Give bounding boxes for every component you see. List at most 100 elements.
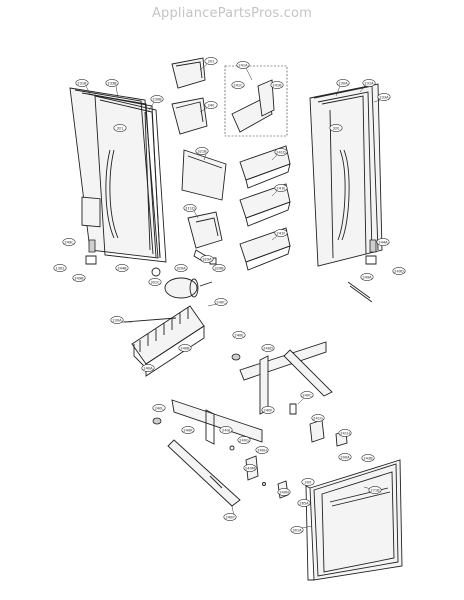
callout-c30: 240C: [214, 298, 228, 306]
callout-text: 241B: [272, 83, 282, 87]
callout-c23: 230A: [336, 79, 350, 87]
callout-c47: 240N: [277, 488, 291, 496]
callout-bubble: [392, 267, 406, 275]
callout-text: 240C: [216, 300, 226, 304]
callout-c8: 249B: [72, 274, 86, 282]
callout-bubble: [243, 464, 257, 472]
callout-bubble: [236, 61, 250, 69]
callout-text: 249C: [64, 240, 74, 244]
callout-bubble: [300, 391, 314, 399]
callout-c40: 240J: [219, 426, 233, 434]
ice-chute: [187, 211, 223, 249]
callout-text: 311D: [185, 206, 195, 210]
callout-bubble: [361, 454, 375, 462]
callout-bubble: [311, 414, 325, 422]
callout-text: 329B: [214, 266, 224, 270]
callout-text: 320: [333, 126, 341, 130]
callout-text: 241F: [277, 231, 286, 235]
callout-c25: 233A: [377, 93, 391, 101]
callout-text: 240J: [222, 428, 230, 432]
callout-bubble: [338, 429, 352, 437]
callout-bubble: [148, 278, 162, 286]
door-bins-upper: [171, 57, 208, 135]
callout-bubble: [113, 124, 127, 132]
callout-c38: 240C: [300, 391, 314, 399]
callout-text: 240C: [302, 393, 312, 397]
watermark: AppliancePartsPros.com: [151, 6, 313, 21]
callout-bubble: [178, 344, 192, 352]
callout-text: 265A: [299, 501, 309, 505]
callout-bubble: [376, 238, 390, 246]
callout-bubble: [297, 499, 311, 507]
callout-text: 241D: [276, 150, 286, 154]
callout-text: 240E: [234, 333, 244, 337]
callout-text: 320A: [176, 266, 186, 270]
left-door-assembly: [69, 87, 167, 265]
callout-c18: 311D: [183, 204, 197, 212]
callout-text: 249A: [362, 275, 372, 279]
callout-c16: 241E: [274, 184, 288, 192]
callout-text: 230B: [152, 97, 162, 101]
callout-text: 240F: [264, 408, 273, 412]
callout-c6: 244B: [115, 264, 129, 272]
callout-bubble: [274, 184, 288, 192]
callout-c45: 240M: [243, 464, 257, 472]
callout-text: 240K: [183, 428, 193, 432]
callout-c27: 244A: [376, 238, 390, 246]
callout-text: 301C: [150, 280, 160, 284]
callout-bubble: [141, 364, 155, 372]
damper-cylinder: [164, 277, 213, 299]
callout-bubble: [204, 101, 218, 109]
callout-text: 243B: [363, 456, 373, 460]
freezer-basket: [123, 305, 205, 377]
callout-c4: 321: [113, 124, 127, 132]
callout-c20: 329B: [212, 264, 226, 272]
callout-c1: 231B: [75, 79, 89, 87]
callout-bubble: [231, 81, 245, 89]
callout-text: 241G: [313, 416, 323, 420]
callout-text: 321B: [197, 149, 207, 153]
callout-bubble: [195, 147, 209, 155]
callout-c5: 249C: [62, 238, 76, 246]
callout-text: 240N: [279, 490, 289, 494]
callout-c37: 240F: [261, 406, 275, 414]
callout-c35: 240D: [261, 344, 275, 352]
callout-bubble: [336, 79, 350, 87]
callout-bubble: [110, 316, 124, 324]
callout-text: 301A: [292, 528, 302, 532]
callout-text: 241E: [276, 186, 286, 190]
callout-c22: 301C: [148, 278, 162, 286]
callout-bubble: [53, 264, 67, 272]
callout-c21: 320A: [174, 264, 188, 272]
callout-c51: 271B: [368, 486, 382, 494]
callout-text: 329A: [202, 257, 212, 261]
callout-text: 240B: [180, 346, 190, 350]
callout-bubble: [232, 331, 246, 339]
callout-text: 240M: [245, 466, 255, 470]
callout-c46: 240P: [223, 513, 237, 521]
callout-text: 240: [208, 103, 216, 107]
callout-bubble: [152, 404, 166, 412]
callout-bubble: [150, 95, 164, 103]
leader-lines: [85, 63, 381, 529]
callout-bubble: [219, 426, 233, 434]
callout-c41: 240G: [237, 436, 251, 444]
callout-bubble: [261, 344, 275, 352]
callout-bubble: [75, 79, 89, 87]
callout-c29: 249A: [360, 273, 374, 281]
callout-bubble: [204, 57, 218, 65]
callout-text: 241C: [233, 83, 243, 87]
callout-text: 240H: [257, 448, 267, 452]
callout-text: 1302: [55, 266, 64, 270]
callout-text: 241H: [340, 431, 350, 435]
callout-c3: 230B: [150, 95, 164, 103]
callout-c36: 240L: [152, 404, 166, 412]
callout-c48: 200: [301, 478, 315, 486]
callout-c7: 1302: [53, 264, 67, 272]
callout-text: 230A: [338, 81, 348, 85]
callout-c34: 240E: [232, 331, 246, 339]
callout-bubble: [212, 264, 226, 272]
callout-text: 244A: [378, 240, 388, 244]
callout-bubble: [277, 488, 291, 496]
